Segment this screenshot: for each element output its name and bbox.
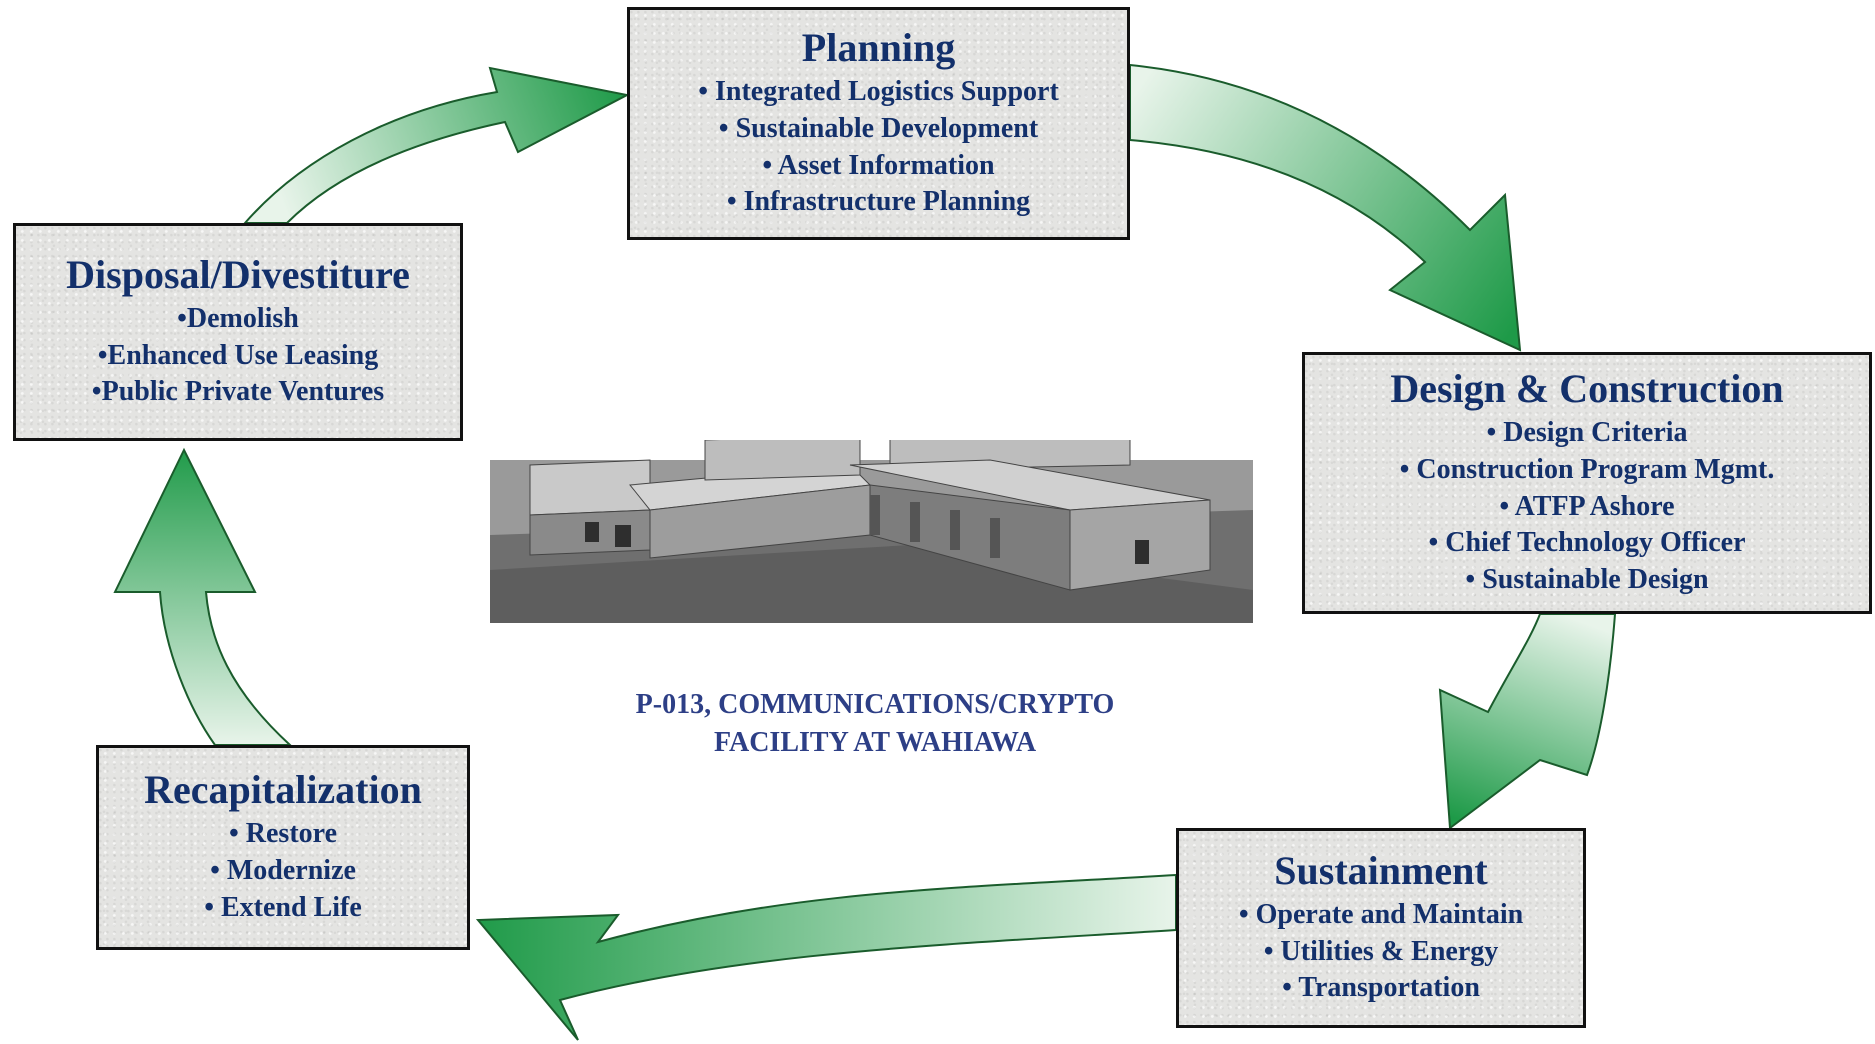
- list-item: •Demolish: [177, 302, 299, 334]
- arrow-sustainment-to-recapitalization: [475, 873, 1177, 1041]
- list-item: • Integrated Logistics Support: [698, 75, 1059, 107]
- sustainment-title: Sustainment: [1274, 847, 1488, 893]
- arrow-planning-to-design: [1129, 63, 1522, 352]
- sustainment-items: • Operate and Maintain • Utilities & Ene…: [1239, 897, 1523, 1008]
- list-item: • Extend Life: [204, 891, 362, 923]
- list-item: •Enhanced Use Leasing: [97, 339, 379, 371]
- planning-title: Planning: [801, 24, 956, 70]
- disposal-divestiture-items: •Demolish •Enhanced Use Leasing •Public …: [92, 301, 384, 412]
- facility-caption: P-013, COMMUNICATIONS/CRYPTO FACILITY AT…: [560, 686, 1190, 762]
- list-item: • Chief Technology Officer: [1428, 527, 1746, 559]
- list-item: • ATFP Ashore: [1499, 490, 1675, 522]
- caption-line-1: P-013, COMMUNICATIONS/CRYPTO: [635, 689, 1115, 720]
- recapitalization-box: Recapitalization • Restore • Modernize •…: [96, 745, 470, 950]
- list-item: • Transportation: [1282, 972, 1480, 1004]
- design-construction-box: Design & Construction • Design Criteria …: [1302, 352, 1872, 614]
- list-item: • Utilities & Energy: [1263, 935, 1499, 967]
- sustainment-box: Sustainment • Operate and Maintain • Uti…: [1176, 828, 1586, 1028]
- design-construction-title: Design & Construction: [1390, 365, 1784, 411]
- list-item: • Design Criteria: [1486, 416, 1688, 448]
- list-item: • Asset Information: [762, 149, 995, 181]
- facility-rendering-image: [490, 440, 1253, 623]
- list-item: • Construction Program Mgmt.: [1399, 453, 1775, 485]
- list-item: •Public Private Ventures: [91, 376, 385, 408]
- list-item: • Sustainable Design: [1465, 564, 1709, 596]
- caption-line-2: FACILITY AT WAHIAWA: [713, 727, 1037, 758]
- disposal-divestiture-title: Disposal/Divestiture: [66, 251, 410, 297]
- recapitalization-items: • Restore • Modernize • Extend Life: [204, 816, 362, 927]
- arrow-recapitalization-to-disposal: [113, 447, 293, 746]
- arrow-disposal-to-planning: [242, 66, 630, 224]
- arrow-design-to-sustainment: [1438, 613, 1617, 830]
- design-construction-items: • Design Criteria • Construction Program…: [1400, 415, 1775, 600]
- list-item: • Operate and Maintain: [1238, 898, 1524, 930]
- list-item: • Restore: [228, 818, 338, 850]
- list-item: • Sustainable Development: [718, 112, 1039, 144]
- list-item: • Infrastructure Planning: [726, 186, 1031, 218]
- planning-items: • Integrated Logistics Support • Sustain…: [698, 74, 1059, 222]
- recapitalization-title: Recapitalization: [144, 767, 422, 813]
- planning-box: Planning • Integrated Logistics Support …: [627, 7, 1130, 240]
- disposal-divestiture-box: Disposal/Divestiture •Demolish •Enhanced…: [13, 223, 463, 441]
- list-item: • Modernize: [210, 855, 356, 887]
